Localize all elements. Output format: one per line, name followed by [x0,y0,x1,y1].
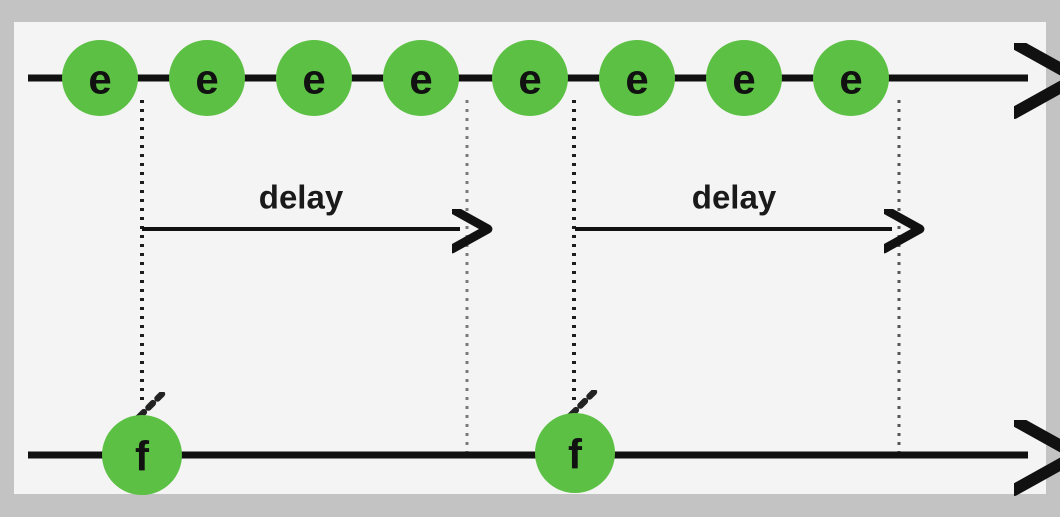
marble-label: f [568,431,583,478]
marble-circle[interactable] [706,40,782,116]
source-event-5[interactable]: e [492,40,568,116]
result-event-2[interactable]: f [535,413,615,493]
source-event-7[interactable]: e [706,40,782,116]
marble-circle[interactable] [535,413,615,493]
marble-circle[interactable] [492,40,568,116]
marble-circle[interactable] [62,40,138,116]
marble-label: e [625,56,648,103]
marble-circle[interactable] [383,40,459,116]
source-event-4[interactable]: e [383,40,459,116]
delay-arrow-2: delay [575,179,892,230]
source-event-1[interactable]: e [62,40,138,116]
source-event-3[interactable]: e [276,40,352,116]
guides-group [142,100,901,452]
marble-label: e [839,56,862,103]
marble-circle[interactable] [169,40,245,116]
marble-circle[interactable] [599,40,675,116]
result-events-group: f f [102,413,615,495]
marble-circle[interactable] [813,40,889,116]
marble-label: e [409,56,432,103]
result-event-1[interactable]: f [102,415,182,495]
marble-label: f [135,433,150,480]
marble-label: e [302,56,325,103]
marble-circle[interactable] [102,415,182,495]
marble-label: e [195,56,218,103]
marble-label: e [88,56,111,103]
delay-arrow-1: delay [142,179,460,230]
marble-label: e [518,56,541,103]
source-events-group: e e e e e e e [62,40,889,116]
source-event-8[interactable]: e [813,40,889,116]
marble-circle[interactable] [276,40,352,116]
delay-arrow-1-label: delay [259,179,344,216]
source-event-6[interactable]: e [599,40,675,116]
marble-label: e [732,56,755,103]
delay-arrow-2-label: delay [692,179,777,216]
source-event-2[interactable]: e [169,40,245,116]
